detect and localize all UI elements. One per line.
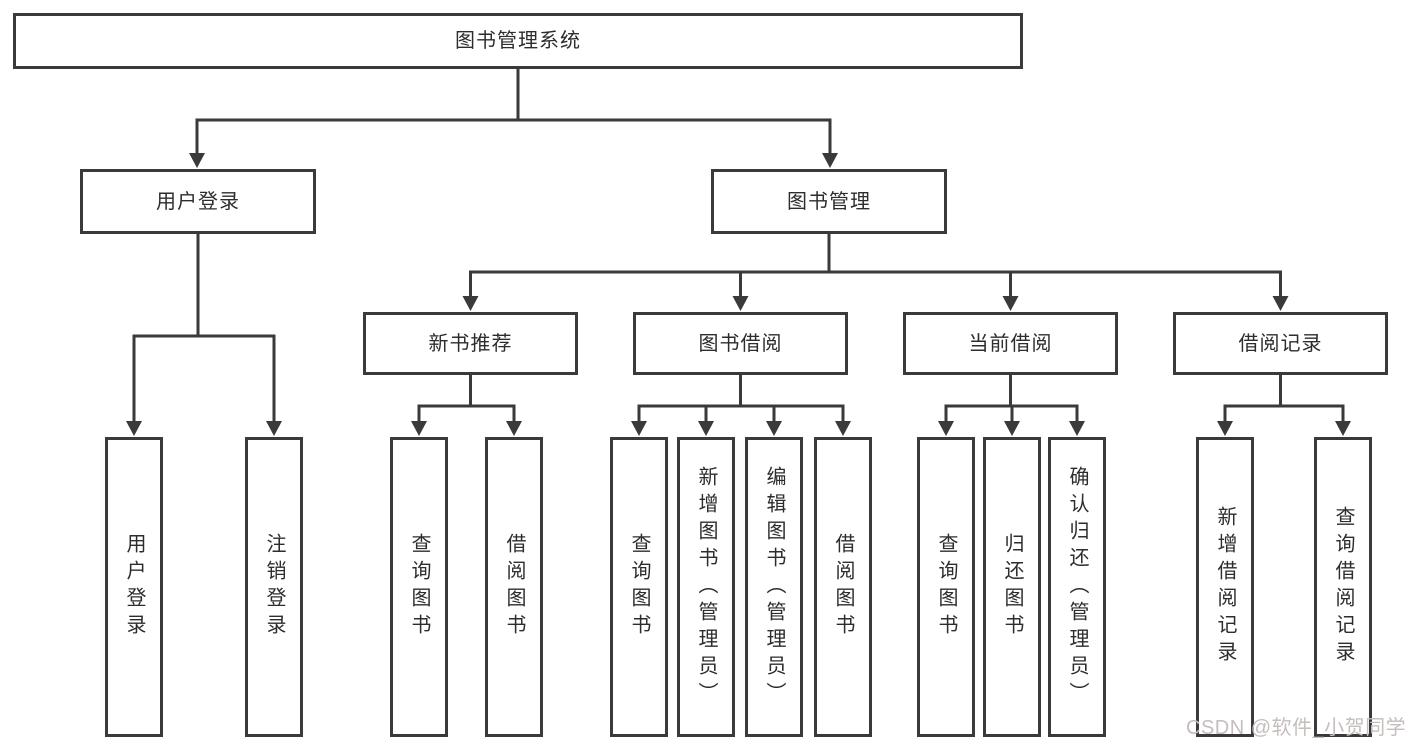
node-user-login: 用户登录 — [80, 169, 316, 234]
connector-book-borrow-group — [631, 375, 851, 436]
leaf-query-books-borrow: 查询图书 — [610, 437, 668, 737]
leaf-query-borrow-record: 查询借阅记录 — [1314, 437, 1372, 737]
node-borrowing-records: 借阅记录 — [1173, 312, 1388, 375]
leaf-confirm-return-admin: 确认归还（管理员） — [1048, 437, 1106, 737]
leaf-add-book-admin: 新增图书（管理员） — [677, 437, 735, 737]
node-library-management-system: 图书管理系统 — [13, 13, 1023, 69]
csdn-watermark: CSDN @软件_小贺同学 — [1186, 717, 1405, 739]
leaf-edit-book-admin: 编辑图书（管理员） — [745, 437, 803, 737]
leaf-return-book: 归还图书 — [983, 437, 1041, 737]
leaf-logout: 注销登录 — [245, 437, 303, 737]
leaf-query-books-recommend: 查询图书 — [390, 437, 448, 737]
connector-current-borrow-group — [938, 375, 1085, 436]
connector-new-book-group — [411, 375, 522, 436]
node-book-borrowing: 图书借阅 — [633, 312, 848, 375]
node-new-book-recommendation: 新书推荐 — [363, 312, 578, 375]
leaf-borrow-books-recommend: 借阅图书 — [485, 437, 543, 737]
connector-borrow-record-group — [1217, 375, 1351, 436]
leaf-user-login: 用户登录 — [105, 437, 163, 737]
node-book-management: 图书管理 — [711, 169, 947, 234]
leaf-borrow-books: 借阅图书 — [814, 437, 872, 737]
connector-root-to-level2 — [189, 69, 838, 168]
connector-book-management-to-level3 — [462, 234, 1289, 311]
leaf-query-books-current: 查询图书 — [917, 437, 975, 737]
connector-user-login-branch — [126, 234, 282, 436]
leaf-add-borrow-record: 新增借阅记录 — [1196, 437, 1254, 737]
node-current-borrowing: 当前借阅 — [903, 312, 1118, 375]
